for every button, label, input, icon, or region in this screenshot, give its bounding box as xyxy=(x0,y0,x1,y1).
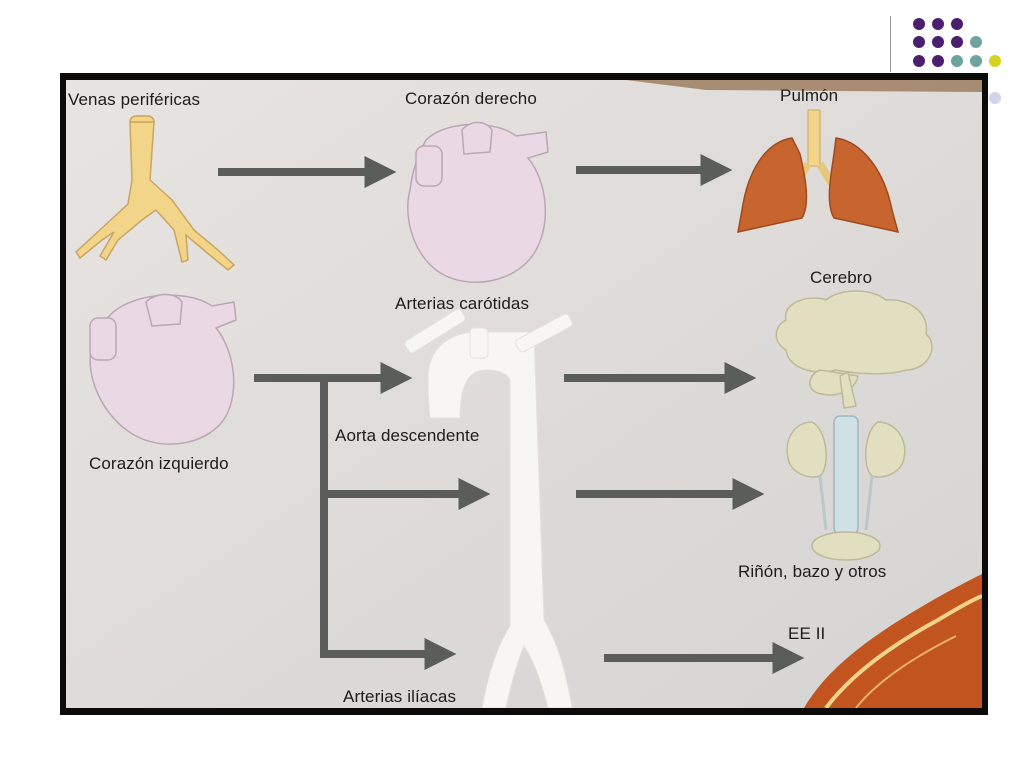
dot-grid-purple xyxy=(913,18,963,67)
label-aorta-descendente: Aorta descendente xyxy=(335,426,480,445)
label-corazon-izquierdo: Corazón izquierdo xyxy=(89,454,229,473)
aorta-illustration xyxy=(404,308,573,708)
brain-illustration xyxy=(775,290,933,409)
dot-yellow xyxy=(989,55,1001,67)
label-arterias-iliacas: Arterias ilíacas xyxy=(343,687,457,706)
paper-edge-shadow xyxy=(626,80,982,92)
right-heart-illustration xyxy=(407,121,549,283)
dot-lavender xyxy=(989,92,1001,104)
label-rinon-bazo-otros: Riñón, bazo y otros xyxy=(738,562,887,581)
kidney-spleen-illustration xyxy=(786,415,906,561)
label-ee-ii: EE II xyxy=(788,624,826,643)
circulation-diagram xyxy=(66,80,982,708)
limb-muscle-illustration xyxy=(804,574,982,708)
label-venas-perifericas: Venas periféricas xyxy=(68,90,201,109)
label-cerebro: Cerebro xyxy=(810,268,873,287)
dot-grid-teal xyxy=(951,36,982,67)
slide-divider-line xyxy=(890,16,891,72)
peripheral-veins-illustration xyxy=(75,115,236,271)
label-arterias-carotidas: Arterias carótidas xyxy=(395,294,530,313)
flow-arrows xyxy=(218,154,805,674)
label-corazon-derecho: Corazón derecho xyxy=(405,89,537,108)
left-heart-illustration xyxy=(89,293,237,445)
lungs-illustration xyxy=(737,109,900,233)
decorative-dot-grid xyxy=(913,18,1001,104)
label-pulmon: Pulmón xyxy=(780,86,839,105)
